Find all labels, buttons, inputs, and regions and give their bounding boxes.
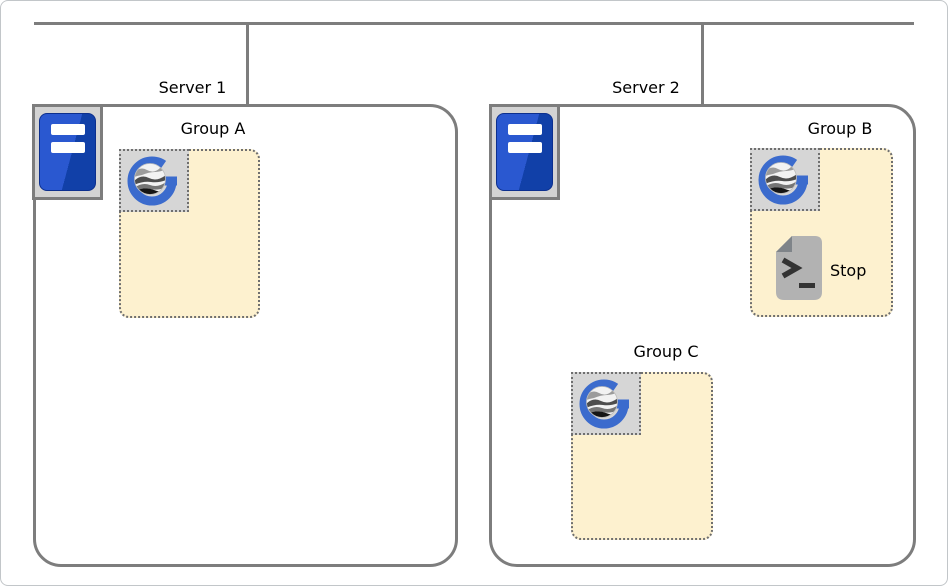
server2-icon-tile[interactable] xyxy=(489,104,560,200)
server-slot-bar xyxy=(51,124,85,135)
server2-label: Server 2 xyxy=(612,78,680,97)
stop-script-node[interactable] xyxy=(775,235,823,301)
server2-connector-line xyxy=(701,22,704,105)
group-a-box[interactable] xyxy=(119,149,260,318)
stop-script-label: Stop xyxy=(830,261,867,280)
server1-icon-tile[interactable] xyxy=(32,104,103,200)
group-a-geoserver-tile[interactable] xyxy=(119,149,189,212)
server1-label: Server 1 xyxy=(158,78,227,97)
group-a-label: Group A xyxy=(180,119,246,138)
server-icon xyxy=(496,113,553,191)
server-slot-bar xyxy=(51,142,85,153)
geoserver-icon xyxy=(573,374,639,433)
geoserver-icon xyxy=(752,150,818,209)
group-b-label: Group B xyxy=(807,119,873,138)
group-c-geoserver-tile[interactable] xyxy=(571,372,641,435)
server-slot-bar xyxy=(508,142,542,153)
group-b-geoserver-tile[interactable] xyxy=(750,148,820,211)
server1-connector-line xyxy=(246,22,249,105)
group-c-label: Group C xyxy=(633,342,699,361)
network-bus-line xyxy=(34,22,914,25)
geoserver-icon xyxy=(121,151,187,210)
server-icon xyxy=(39,113,96,191)
script-icon xyxy=(775,235,823,301)
server-slot-bar xyxy=(508,124,542,135)
